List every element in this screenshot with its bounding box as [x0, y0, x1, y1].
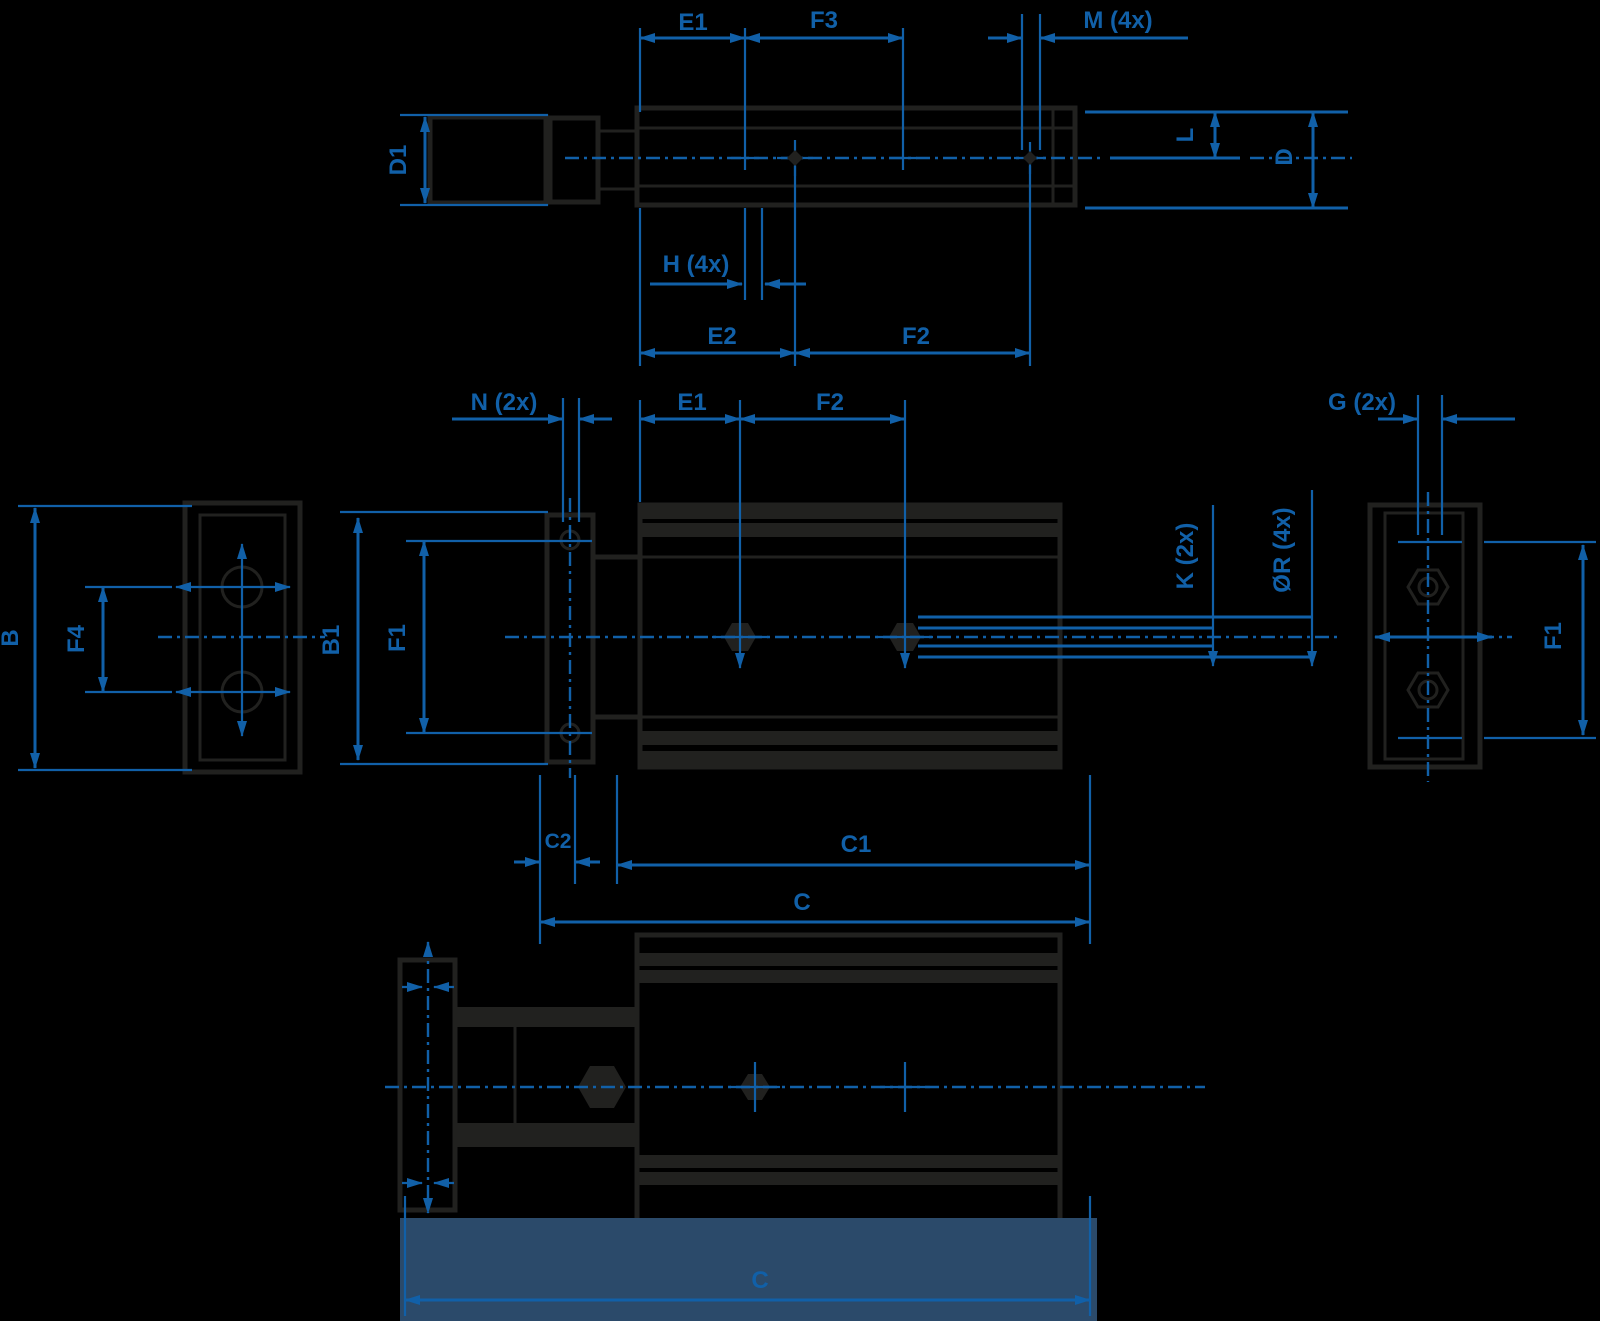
dim-label-f1-right: F1 — [1540, 622, 1567, 650]
dim-label-h4x: H (4x) — [663, 251, 730, 278]
dim-label-r4x: ØR (4x) — [1269, 507, 1296, 592]
dim-label-d: D — [1271, 148, 1298, 165]
profile-groove — [640, 731, 1060, 745]
profile-groove — [637, 1172, 1060, 1185]
profile-groove — [640, 505, 1060, 519]
top-view: E1 F3 M (4x) D1 L D H (4x) E2 F2 — [385, 7, 1352, 366]
dim-label-e1: E1 — [677, 389, 706, 416]
dim-label-c: C — [751, 1267, 768, 1294]
profile-groove — [637, 1155, 1060, 1168]
neck-band — [455, 1007, 637, 1027]
hex-nut — [1406, 568, 1450, 606]
dim-label-f2: F2 — [816, 389, 844, 416]
adapter-block — [547, 115, 601, 205]
neck-band — [455, 1123, 637, 1147]
profile-groove — [640, 523, 1060, 537]
dim-label-n2x: N (2x) — [471, 389, 538, 416]
left-end-view: B F4 — [0, 500, 325, 775]
plan-view: N (2x) E1 F2 K (2x) ØR (4x) B1 F1 — [318, 389, 1340, 944]
profile-groove — [637, 970, 1060, 983]
dim-label-f1-left: F1 — [384, 624, 411, 652]
dim-label-c1: C1 — [841, 831, 872, 858]
right-end-view: G (2x) F1 — [1328, 389, 1596, 782]
dim-label-m4x: M (4x) — [1083, 7, 1152, 34]
coupling-step — [596, 129, 640, 191]
dim-label-f3: F3 — [810, 7, 838, 34]
dim-label-k2x: K (2x) — [1172, 523, 1199, 590]
bottom-view: C — [385, 932, 1205, 1321]
dim-label-c2: C2 — [545, 830, 572, 853]
dim-label-e2: E2 — [707, 323, 736, 350]
dim-label-d1: D1 — [385, 145, 412, 176]
dim-label-b: B — [0, 629, 24, 646]
motor-block — [427, 114, 549, 206]
cylinder-body-top — [634, 105, 1078, 208]
hex-nut — [1406, 671, 1450, 709]
profile-groove — [640, 751, 1060, 765]
dim-label-l: L — [1172, 128, 1199, 143]
dim-label-g2x: G (2x) — [1328, 389, 1396, 416]
hole-mark — [787, 150, 803, 166]
dim-label-c: C — [793, 889, 810, 916]
hole-mark — [1023, 151, 1037, 165]
dim-label-f2: F2 — [902, 323, 930, 350]
selection-highlight — [400, 1218, 1097, 1321]
dim-label-b1: B1 — [318, 625, 345, 656]
dim-label-f4: F4 — [63, 624, 90, 653]
dim-label-e1: E1 — [678, 9, 707, 36]
profile-groove — [637, 953, 1060, 966]
